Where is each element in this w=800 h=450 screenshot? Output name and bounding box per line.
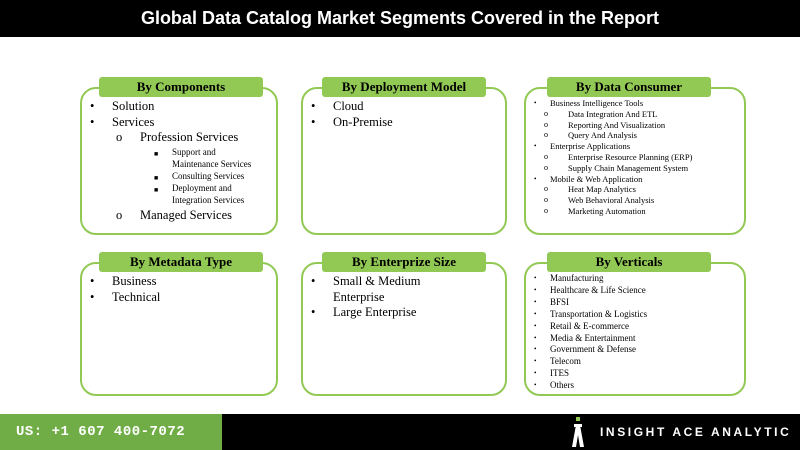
consumer-sub-label: Heat Map Analytics	[568, 184, 636, 195]
list-item: •Healthcare & Life Science	[534, 284, 646, 295]
list-item: •Media & Entertainment	[534, 332, 636, 343]
verticals-box: •Manufacturing•Healthcare & Life Science…	[524, 262, 746, 396]
consumer-group: •Enterprise Applications	[534, 141, 631, 152]
metadata-type-box: •Business•Technical	[80, 262, 278, 396]
enterprise-size-label: By Enterprize Size	[322, 252, 486, 272]
verticals-label: By Verticals	[547, 252, 711, 272]
components-managed: Managed Services	[140, 207, 232, 222]
company-name: INSIGHT ACE ANALYTIC	[600, 425, 792, 439]
list-item: •Solution	[90, 99, 155, 113]
list-item-label: Technical	[112, 289, 161, 304]
list-item: •Transportation & Logistics	[534, 308, 648, 319]
list-item-label: On-Premise	[333, 114, 393, 129]
list-item: •Technical	[90, 289, 161, 304]
consumer-sub-label: Enterprise Resource Planning (ERP)	[568, 151, 693, 162]
deployment-model-box: •Cloud•On-Premise	[301, 87, 507, 235]
list-item-label: Retail & E-commerce	[550, 320, 629, 331]
page-title: Global Data Catalog Market Segments Cove…	[0, 0, 800, 37]
enterprise-large: Large Enterprise	[333, 305, 417, 319]
metadata-type-label: By Metadata Type	[99, 252, 263, 272]
deployment-model-label: By Deployment Model	[322, 77, 486, 97]
list-item-label: Healthcare & Life Science	[550, 284, 646, 295]
consumer-group-label: Mobile & Web Application	[550, 173, 643, 184]
components-deployment-2: Integration Services	[172, 194, 245, 205]
list-item-label: Manufacturing	[550, 273, 604, 283]
components-profession: Profession Services	[140, 130, 239, 144]
enterprise-sme-1: Small & Medium	[333, 274, 421, 288]
phone-number: US: +1 607 400-7072	[0, 414, 222, 450]
enterprise-sme-2: Enterprise	[333, 289, 385, 304]
list-item: •On-Premise	[311, 114, 393, 129]
list-item-label: Transportation & Logistics	[550, 308, 648, 319]
components-services: Services	[112, 114, 155, 129]
components-support-1: Support and	[172, 146, 216, 157]
consumer-group: •Mobile & Web Application	[534, 173, 643, 184]
consumer-sub-label: Reporting And Visualization	[568, 119, 666, 130]
list-item: •Others	[534, 380, 574, 391]
consumer-group-label: Business Intelligence Tools	[550, 98, 644, 108]
list-item: •BFSI	[534, 296, 570, 307]
list-item: •Business	[90, 274, 157, 288]
list-item-label: Cloud	[333, 99, 364, 113]
list-item: •Large Enterprise	[311, 305, 417, 319]
list-item: •Services	[90, 114, 155, 129]
components-consulting: Consulting Services	[172, 170, 245, 181]
list-item-label: Government & Defense	[550, 344, 636, 355]
list-item-label: Telecom	[550, 356, 581, 367]
consumer-group: •Business Intelligence Tools	[534, 98, 644, 108]
list-item: •Cloud	[311, 99, 364, 113]
consumer-group-label: Enterprise Applications	[550, 141, 631, 152]
list-item-label: Media & Entertainment	[550, 332, 636, 343]
insight-ace-logo-icon	[572, 417, 584, 447]
components-deployment-1: Deployment and	[172, 182, 232, 193]
consumer-sub-label: Data Integration And ETL	[568, 108, 658, 119]
consumer-sub-label: Query And Analysis	[568, 130, 637, 141]
list-item-label: Others	[550, 380, 574, 391]
list-item-label: Business	[112, 274, 157, 288]
consumer-sub-label: Web Behavioral Analysis	[568, 195, 655, 206]
consumer-sub-label: Marketing Automation	[568, 205, 646, 216]
data-consumer-label: By Data Consumer	[547, 77, 711, 97]
list-item: •Government & Defense	[534, 344, 636, 355]
list-item-label: BFSI	[550, 296, 570, 307]
list-item: ■Consulting Services	[154, 170, 245, 182]
consumer-sub-label: Supply Chain Management System	[568, 162, 689, 173]
components-solution: Solution	[112, 99, 155, 113]
components-support-2: Maintenance Services	[172, 158, 252, 169]
list-item: •ITES	[534, 368, 569, 379]
footer-bar: INSIGHT ACE ANALYTIC	[222, 414, 800, 450]
list-item: •Manufacturing	[534, 273, 604, 283]
components-label: By Components	[99, 77, 263, 97]
list-item-label: ITES	[550, 368, 569, 379]
list-item: •Telecom	[534, 356, 581, 367]
list-item: •Retail & E-commerce	[534, 320, 629, 331]
